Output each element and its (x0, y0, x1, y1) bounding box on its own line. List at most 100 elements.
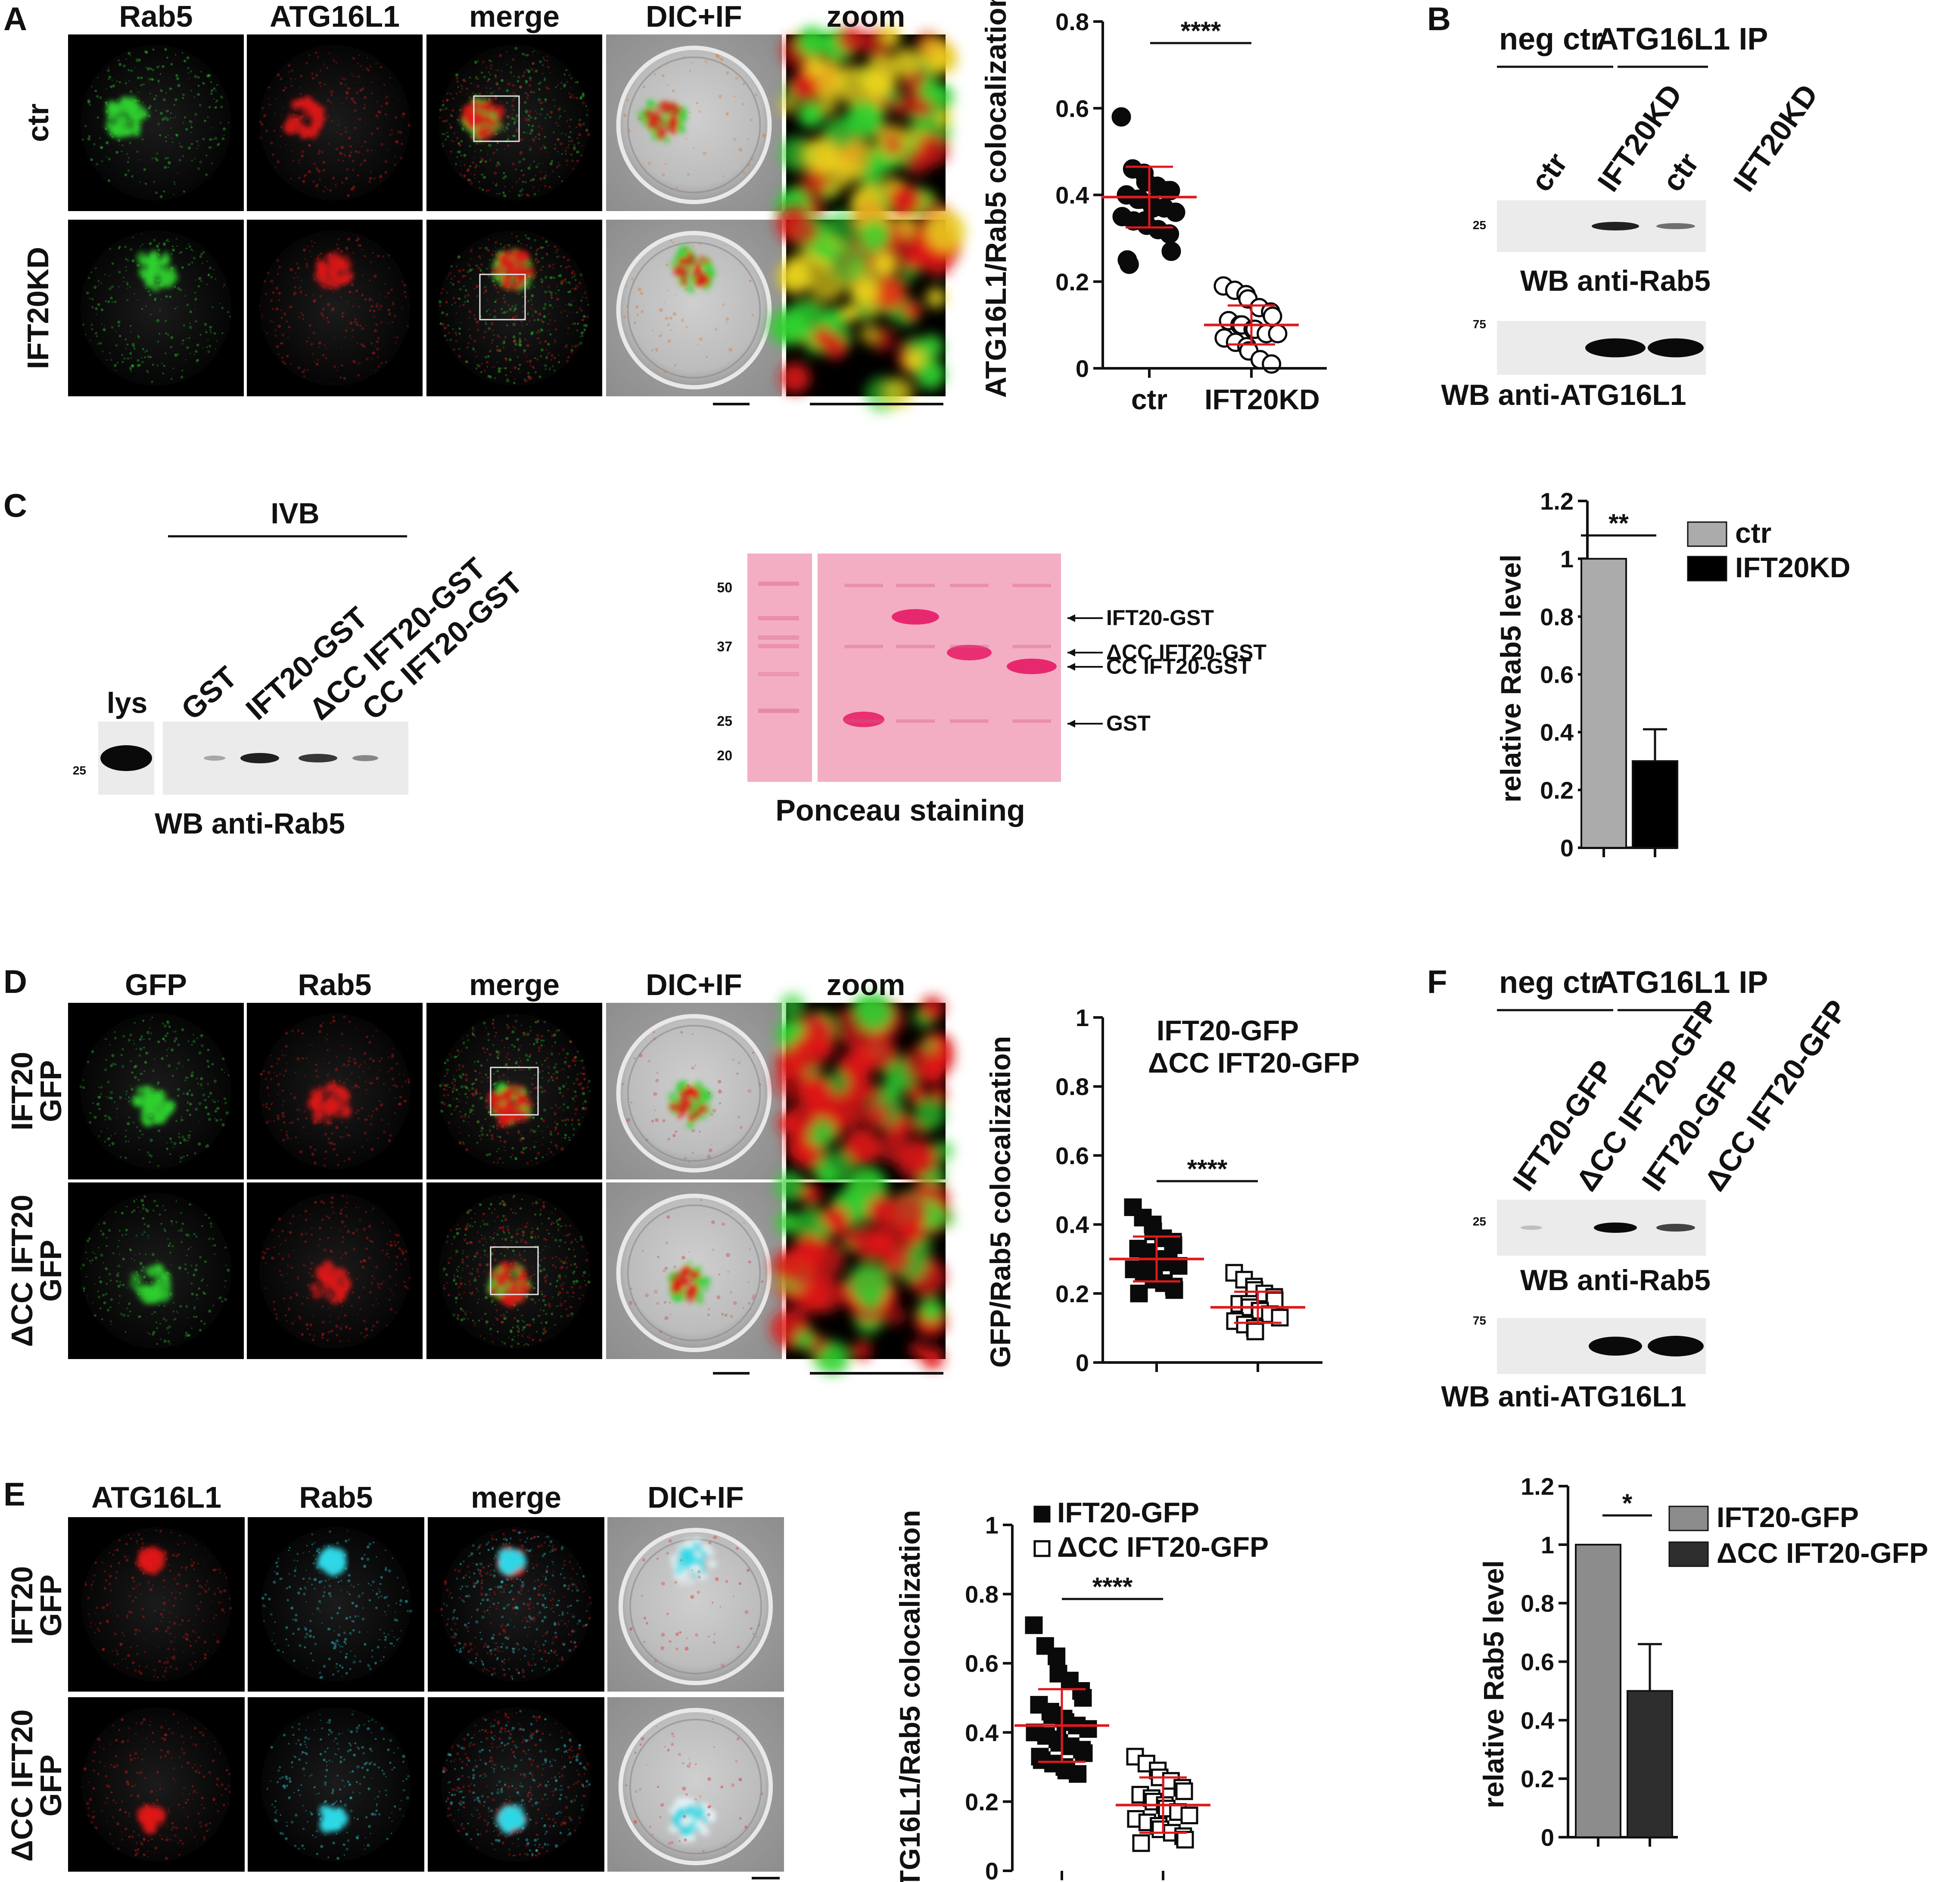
signal-spot (318, 149, 321, 152)
signal-spot (389, 77, 391, 79)
signal-spot (502, 341, 505, 345)
signal-spot (321, 1336, 324, 1339)
signal-spot (497, 1159, 499, 1161)
zoom-spot (859, 324, 880, 344)
signal-spot (105, 1292, 108, 1295)
signal-spot (152, 1209, 155, 1212)
signal-spot (301, 1036, 302, 1037)
signal-spot (149, 1119, 155, 1126)
signal-spot (653, 72, 656, 76)
signal-spot (571, 270, 575, 274)
signal-spot (576, 126, 577, 128)
signal-spot (175, 74, 178, 77)
signal-spot (114, 1063, 117, 1066)
signal-spot (458, 281, 460, 284)
signal-spot (199, 160, 202, 163)
signal-spot (586, 1086, 589, 1089)
signal-spot (181, 370, 184, 372)
signal-spot (528, 70, 531, 74)
signal-spot (445, 119, 448, 122)
signal-spot (127, 259, 129, 261)
signal-spot (508, 308, 512, 311)
signal-spot (117, 98, 119, 101)
signal-spot (583, 315, 586, 318)
signal-spot (543, 79, 546, 81)
signal-spot (545, 240, 548, 243)
signal-spot (377, 117, 379, 119)
signal-spot (389, 134, 392, 137)
signal-spot (216, 84, 218, 86)
signal-spot (674, 364, 677, 367)
signal-spot (376, 347, 380, 351)
signal-spot (290, 1266, 293, 1269)
signal-spot (388, 323, 390, 324)
signal-spot (478, 92, 482, 96)
signal-spot (170, 336, 174, 339)
signal-spot (502, 346, 505, 349)
signal-spot (179, 288, 182, 292)
cell-body (80, 230, 232, 386)
signal-spot (712, 1108, 716, 1113)
signal-spot (448, 1121, 451, 1124)
signal-spot (454, 331, 457, 334)
signal-spot (532, 367, 535, 370)
signal-spot (535, 1020, 538, 1024)
signal-spot (554, 1041, 557, 1044)
signal-spot (125, 1129, 128, 1132)
micrograph-tile (68, 1182, 244, 1359)
signal-spot (574, 1064, 576, 1066)
signal-spot (546, 59, 548, 62)
signal-spot (347, 194, 350, 197)
signal-spot (305, 263, 308, 266)
signal-spot (93, 286, 97, 289)
signal-spot (147, 1287, 152, 1292)
signal-spot (167, 238, 169, 241)
signal-spot (563, 1103, 565, 1106)
signal-spot (710, 1113, 714, 1116)
signal-spot (108, 1096, 111, 1099)
signal-spot (129, 141, 131, 144)
signal-spot (671, 188, 673, 190)
signal-spot (143, 1223, 146, 1226)
signal-spot (119, 1266, 121, 1267)
signal-spot (386, 114, 388, 116)
signal-spot (530, 299, 532, 301)
signal-spot (587, 1083, 588, 1084)
signal-spot (218, 1296, 222, 1300)
signal-spot (487, 275, 490, 278)
signal-spot (687, 252, 692, 257)
signal-spot (467, 178, 470, 182)
signal-spot (79, 1085, 83, 1089)
signal-spot (118, 62, 122, 66)
signal-spot (152, 1331, 156, 1334)
signal-spot (370, 342, 373, 345)
signal-spot (396, 336, 399, 339)
signal-spot (558, 355, 560, 356)
signal-spot (173, 1319, 175, 1321)
signal-spot (363, 1071, 364, 1073)
signal-spot (478, 1319, 480, 1322)
signal-spot (285, 144, 286, 146)
signal-spot (583, 328, 586, 331)
signal-spot (505, 109, 507, 111)
signal-spot (537, 1125, 540, 1128)
signal-spot (149, 1161, 151, 1163)
signal-spot (759, 1083, 762, 1086)
signal-spot (365, 1080, 367, 1083)
signal-spot (457, 1054, 460, 1056)
signal-spot (504, 1047, 505, 1048)
signal-spot (551, 1141, 553, 1143)
signal-spot (142, 1217, 144, 1219)
signal-spot (207, 1095, 210, 1098)
signal-spot (526, 1162, 529, 1165)
signal-spot (342, 1109, 351, 1118)
signal-spot (384, 160, 388, 163)
signal-spot (455, 73, 459, 77)
signal-spot (389, 312, 392, 314)
signal-spot (527, 261, 533, 266)
signal-spot (694, 1064, 697, 1066)
signal-spot (189, 1134, 191, 1136)
signal-spot (535, 1040, 539, 1044)
signal-spot (528, 118, 530, 121)
signal-spot (554, 98, 555, 100)
